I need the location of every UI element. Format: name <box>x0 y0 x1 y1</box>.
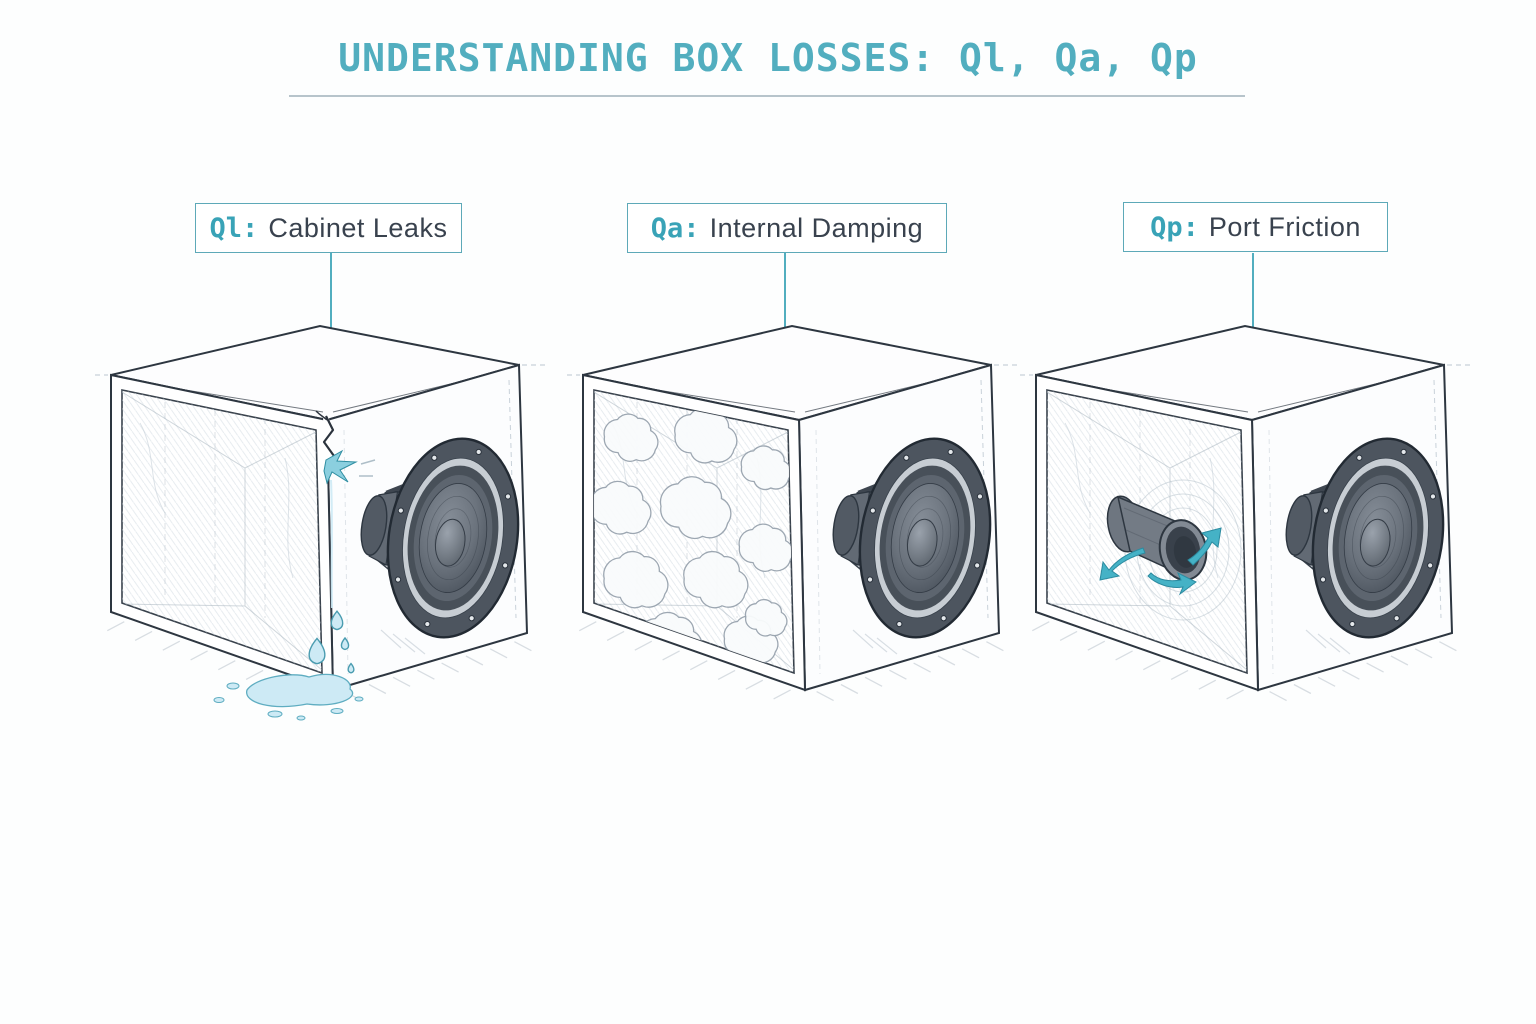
cabinet-damping-illustration <box>567 318 1017 748</box>
leader-line-ql <box>330 253 332 389</box>
label-qa-text: Internal Damping <box>709 212 924 243</box>
label-ql-text: Cabinet Leaks <box>268 212 448 243</box>
title-underline <box>289 95 1245 97</box>
label-qp-prefix: Qp: <box>1150 211 1199 243</box>
leader-line-qp <box>1252 253 1254 389</box>
label-ql-prefix: Ql: <box>209 212 259 244</box>
cabinet-leaks-illustration <box>95 318 545 748</box>
label-qa-prefix: Qa: <box>650 212 700 244</box>
label-qa: Qa: Internal Damping <box>627 203 947 253</box>
leader-line-qa <box>784 253 786 389</box>
label-qp: Qp: Port Friction <box>1123 202 1388 252</box>
label-qp-text: Port Friction <box>1208 211 1361 242</box>
label-ql: Ql: Cabinet Leaks <box>195 203 462 253</box>
cabinet-port-illustration <box>1020 318 1470 748</box>
page-title: UNDERSTANDING BOX LOSSES: Ql, Qa, Qp <box>338 36 1198 80</box>
